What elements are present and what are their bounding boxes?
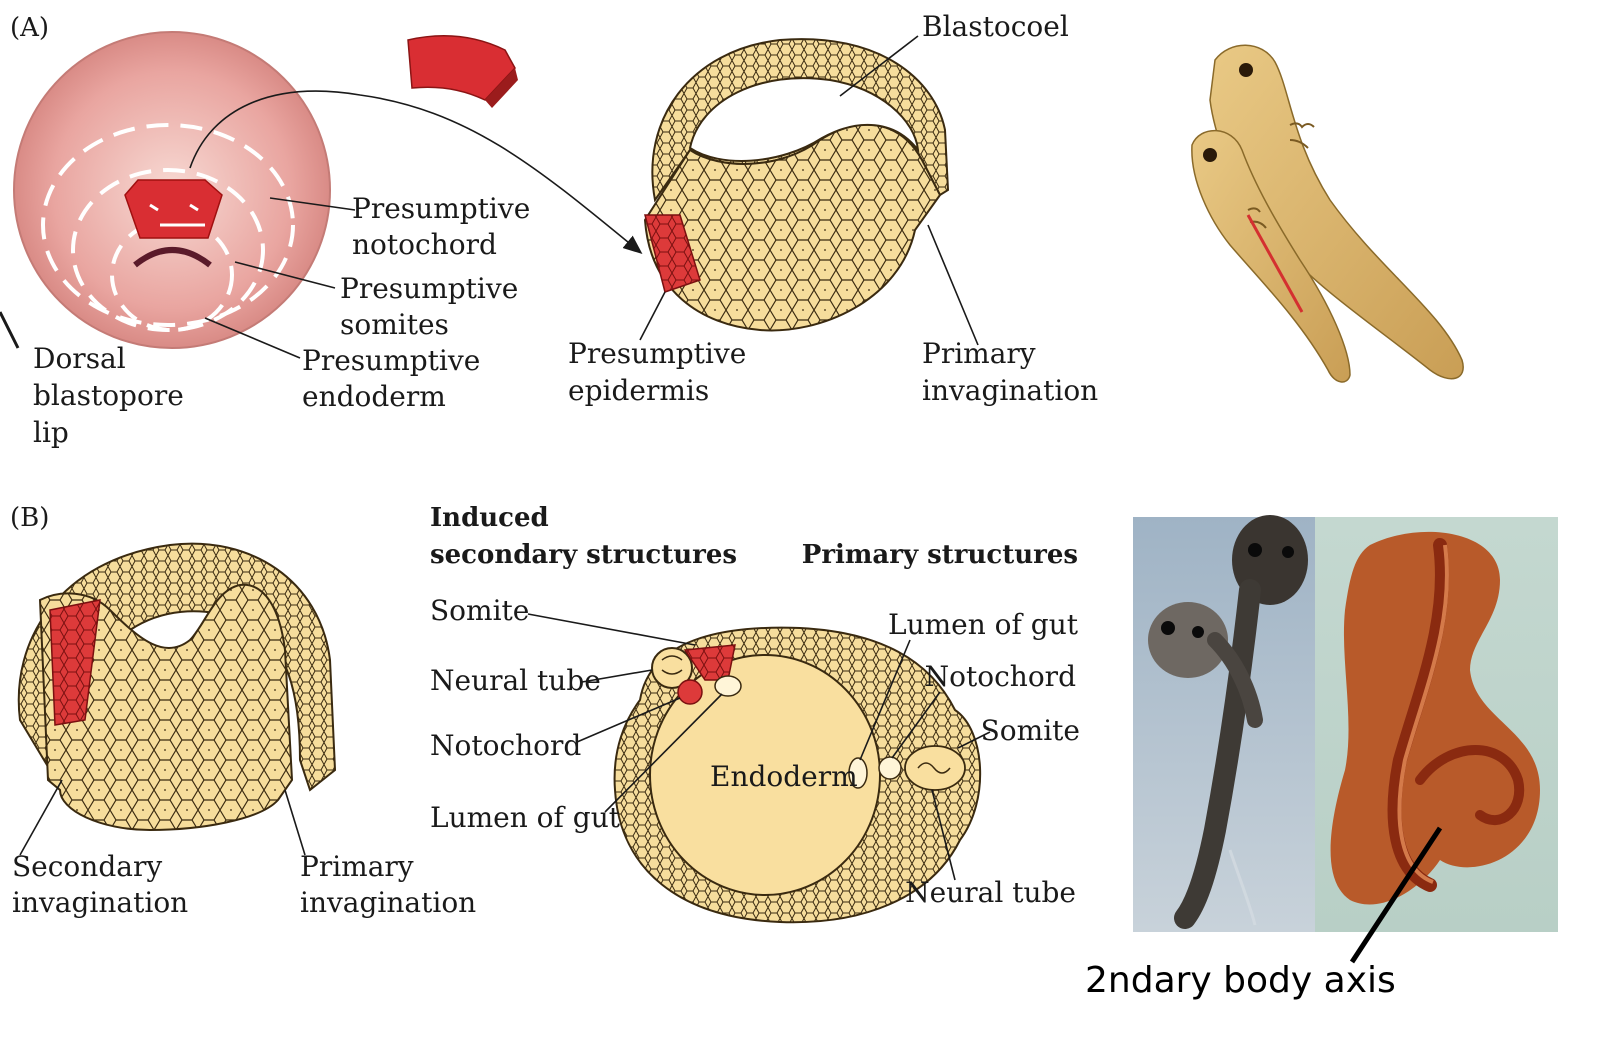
induced-notochord-label: Notochord [430,729,581,762]
leader-secondary-invagination [19,779,63,856]
primary-neural-tube-label: Neural tube [905,876,1076,909]
dorsal-lip-pointer [0,311,20,349]
leader-primary-invagination-b [284,789,306,856]
label-primary-inv-a-1: Primary [922,337,1036,370]
label-somites-1: Presumptive [340,272,518,305]
host-gastrula-a [643,38,950,332]
primary-header: Primary structures [802,540,1078,570]
label-dorsal-lip-3: lip [33,416,69,449]
induced-somite-label: Somite [430,594,529,627]
induced-neural-tube-label: Neural tube [430,664,601,697]
leader-epidermis [639,291,666,341]
primary-neural-tube [904,745,966,791]
leader-primary-neural-tube [931,789,956,881]
endoderm-label: Endoderm [710,760,858,793]
label-secondary-inv-2: invagination [12,886,188,919]
label-endoderm-2: endoderm [302,380,446,413]
leader-primary-invagination-a [927,224,979,346]
leader-primary-somite [957,731,991,749]
secondary-notochord [677,679,703,705]
panel-a-label: (A) [10,13,49,43]
leader-induced-neural-tube [581,669,653,683]
photo-two-headed-tadpole [1133,515,1315,932]
leader-primary-notochord [891,691,941,759]
label-epidermis-2: epidermis [568,374,709,407]
leader-notochord [269,197,356,211]
transplant-arrow [189,90,643,255]
secondary-axis-mark [1246,214,1304,313]
photo-secondary-axis-embryo [1315,517,1558,932]
label-dorsal-lip-1: Dorsal [33,342,126,375]
conjoined-tadpole-illustration [1191,44,1464,383]
induced-header-2: secondary structures [430,540,737,570]
leader-induced-gut-lumen [604,693,723,813]
panel-b-label: (B) [10,503,49,533]
secondary-gut-lumen [714,675,742,697]
primary-notochord-label: Notochord [925,660,1076,693]
blastopore-lip [133,247,212,268]
leader-somites [234,261,336,289]
blastocoel-cavity [688,77,920,162]
leader-endoderm [204,317,301,359]
secondary-neural-tube [651,647,693,689]
leader-induced-somite [527,613,696,646]
label-somites-2: somites [340,308,449,341]
label-secondary-inv-1: Secondary [12,850,162,883]
label-notochord-1: Presumptive [352,192,530,225]
secondary-axis-caption: 2ndary body axis [1085,960,1396,1001]
host-gastrula-b [17,542,337,832]
leader-primary-gut-lumen [859,639,911,761]
caption-pointer [1349,826,1443,964]
label-primary-inv-b-1: Primary [300,850,414,883]
label-blastocoel: Blastocoel [922,10,1069,43]
graft-cells-b [49,599,101,726]
primary-somite-label: Somite [981,714,1080,747]
induced-gut-lumen-label: Lumen of gut [430,801,621,834]
primary-notochord [878,756,902,780]
label-primary-inv-b-2: invagination [300,886,476,919]
induced-header-1: Induced [430,503,549,533]
transplant-tissue [407,35,516,101]
label-epidermis-1: Presumptive [568,337,746,370]
cross-section [613,626,982,924]
primary-gut-lumen-label: Lumen of gut [888,608,1079,641]
label-endoderm-1: Presumptive [302,344,480,377]
endoderm-region [649,654,881,896]
primary-gut-lumen [848,757,868,789]
graft-region [124,179,223,239]
donor-egg [13,31,331,349]
graft-cells-a [644,214,701,293]
label-notochord-2: notochord [352,228,497,261]
leader-induced-notochord [576,697,681,743]
label-primary-inv-a-2: invagination [922,374,1098,407]
label-dorsal-lip-2: blastopore [33,379,184,412]
leader-blastocoel [839,35,919,97]
